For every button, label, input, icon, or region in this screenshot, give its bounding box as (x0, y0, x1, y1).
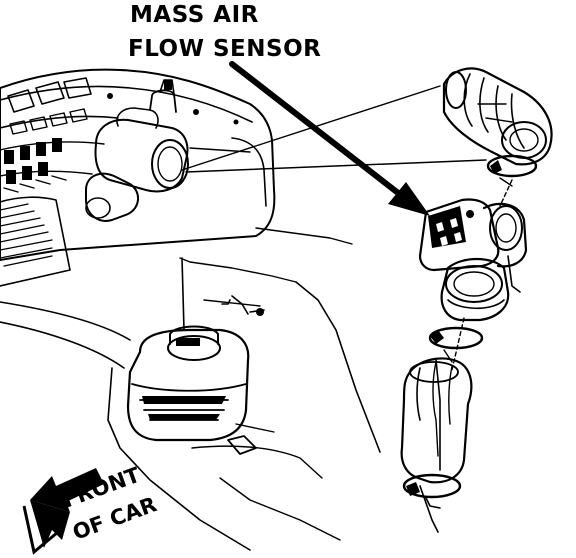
upper-intake-duct (442, 67, 553, 187)
air-cleaner-box (126, 295, 275, 455)
engine-block (0, 68, 276, 287)
mass-air-flow-label-line2: FLOW SENSOR (128, 36, 321, 62)
callout-arrow (229, 61, 430, 216)
mass-air-flow-sensor (418, 198, 528, 293)
mass-air-flow-label-line1: MASS AIR (130, 2, 259, 28)
front-of-car-arrow (22, 468, 104, 555)
flexible-hose (400, 357, 473, 509)
lower-duct-segment (428, 258, 510, 363)
